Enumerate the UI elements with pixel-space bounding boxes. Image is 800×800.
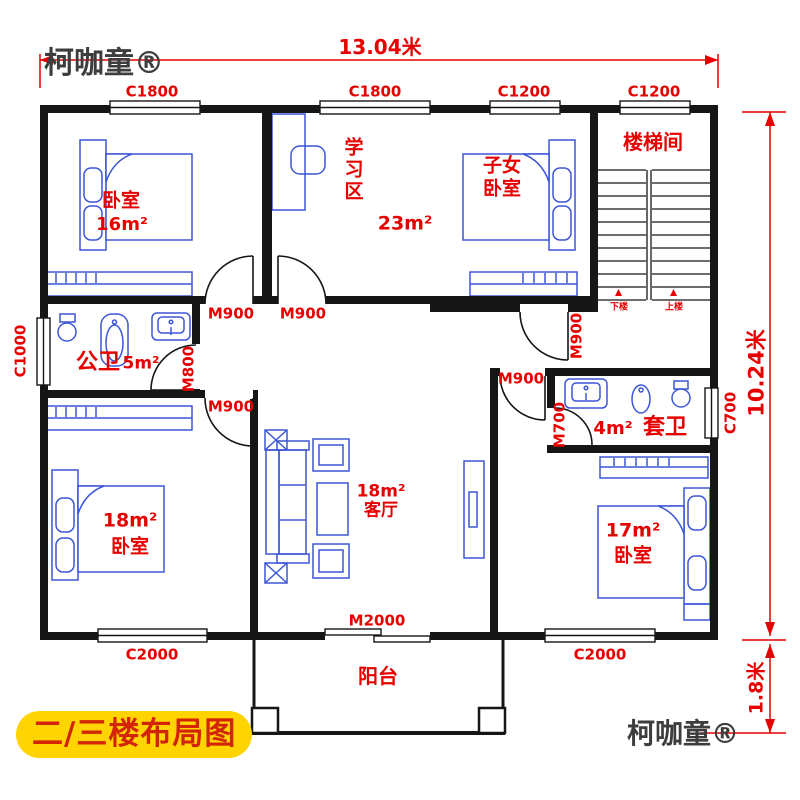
watermark-top-left: 柯咖童® (44, 46, 164, 81)
windows-layer (36, 100, 719, 643)
room-label-family-area: 23m² (377, 212, 433, 235)
window-label-c2000-right: C2000 (573, 645, 627, 664)
dimension-main-height: 10.24米 (744, 329, 769, 417)
stairs (598, 169, 710, 301)
door-label-m2000: M2000 (348, 611, 406, 630)
sofa (264, 429, 310, 584)
door-bedroom-tl (204, 255, 254, 305)
room-label-bedroom-tl-name: 卧室 (101, 189, 141, 212)
bed-top-left (79, 139, 193, 251)
window-c1800-mid (319, 100, 431, 115)
room-label-bedroom-bl-area: 18m² (102, 509, 158, 532)
tv-stand (463, 460, 485, 559)
toilet-ensuite (671, 380, 691, 408)
door-family-room (277, 255, 327, 305)
coffee-table (316, 482, 349, 536)
armchair-bottom (312, 543, 350, 579)
window-c1200-right (619, 100, 691, 115)
window-label-c1800-left: C1800 (125, 82, 179, 101)
room-label-ensuite-name: 套卫 (642, 415, 688, 440)
stair-label-up: 上楼 (664, 302, 684, 313)
wardrobe-top-left (46, 271, 193, 297)
room-label-living-area: 18m² (356, 481, 406, 502)
dimension-lines (39, 54, 786, 734)
window-c700-right (704, 387, 719, 439)
stair-down-arrow-icon (615, 289, 622, 296)
wardrobe-family-room (469, 271, 578, 297)
sink-ensuite (564, 378, 608, 409)
wardrobe-bottom-left (46, 405, 193, 431)
room-label-balcony: 阳台 (358, 664, 398, 688)
bed-bottom-right (597, 487, 711, 621)
dimension-total-width: 13.04米 (338, 35, 422, 59)
bathtub-shared-bath (100, 313, 129, 367)
room-label-shared-bath-name: 公卫 (75, 350, 121, 375)
room-label-bedroom-bl-name: 卧室 (110, 535, 150, 558)
window-c2000-left (97, 628, 208, 643)
door-label-m900-family: M900 (279, 304, 327, 323)
door-suite (499, 374, 546, 421)
door-label-m900-suite: M900 (497, 369, 545, 388)
door-label-m900-hall: M900 (567, 312, 586, 360)
room-label-bedroom-tl-area: 16m² (96, 214, 148, 235)
room-label-kids-line2: 卧室 (482, 177, 522, 200)
wardrobe-bottom-right (599, 456, 709, 479)
room-label-shared-bath-area: 5m² (122, 353, 160, 374)
window-c1000-left (36, 317, 51, 386)
stair-up-arrow-icon (670, 289, 677, 296)
door-label-m800: M800 (179, 345, 198, 393)
window-c2000-right (544, 628, 656, 643)
window-label-c1200-mid: C1200 (497, 82, 551, 101)
door-hall (519, 311, 569, 361)
window-c1200-mid (489, 100, 561, 115)
bed-kids (462, 139, 576, 251)
dimension-balcony-height: 1.8米 (745, 661, 768, 715)
window-label-c700: C700 (721, 391, 740, 435)
furniture-layer (46, 113, 711, 621)
window-c1800-left (109, 100, 201, 115)
door-label-m900-bedroom-tl: M900 (207, 304, 255, 323)
room-label-bedroom-br-name: 卧室 (613, 544, 653, 567)
balcony-walls (250, 640, 507, 735)
room-label-bedroom-br-area: 17m² (605, 519, 661, 542)
sink-shared-bath (151, 312, 191, 341)
watermark-bottom-right: 柯咖童® (627, 717, 740, 750)
bathtub-ensuite (631, 384, 651, 414)
sliding-door-m2000 (324, 628, 431, 643)
door-shared-bath (150, 344, 197, 391)
toilet-shared-bath (57, 313, 77, 342)
door-bedroom-bl (204, 397, 254, 447)
room-label-living-name: 客厅 (364, 500, 398, 521)
room-label-ensuite-area: 4m² (593, 418, 633, 439)
stair-label-down: 下楼 (609, 302, 629, 313)
room-label-stair-hall: 楼梯间 (623, 130, 683, 154)
room-label-kids-line1: 子女 (482, 154, 522, 177)
window-label-c1000: C1000 (11, 324, 30, 378)
window-label-c2000-left: C2000 (125, 645, 179, 664)
door-label-m900-bedroom-bl: M900 (207, 397, 255, 416)
door-swings (150, 255, 593, 447)
plan-title: 二/三楼布局图 (16, 711, 253, 758)
armchair-top (312, 438, 350, 472)
door-label-m700: M700 (550, 401, 569, 449)
room-label-study-zone: 学习区 (341, 137, 364, 203)
bed-bottom-left (51, 469, 165, 581)
window-label-c1800-mid: C1800 (348, 82, 402, 101)
door-ensuite (554, 407, 593, 446)
window-label-c1200-right: C1200 (627, 82, 681, 101)
study-desk (271, 113, 326, 211)
